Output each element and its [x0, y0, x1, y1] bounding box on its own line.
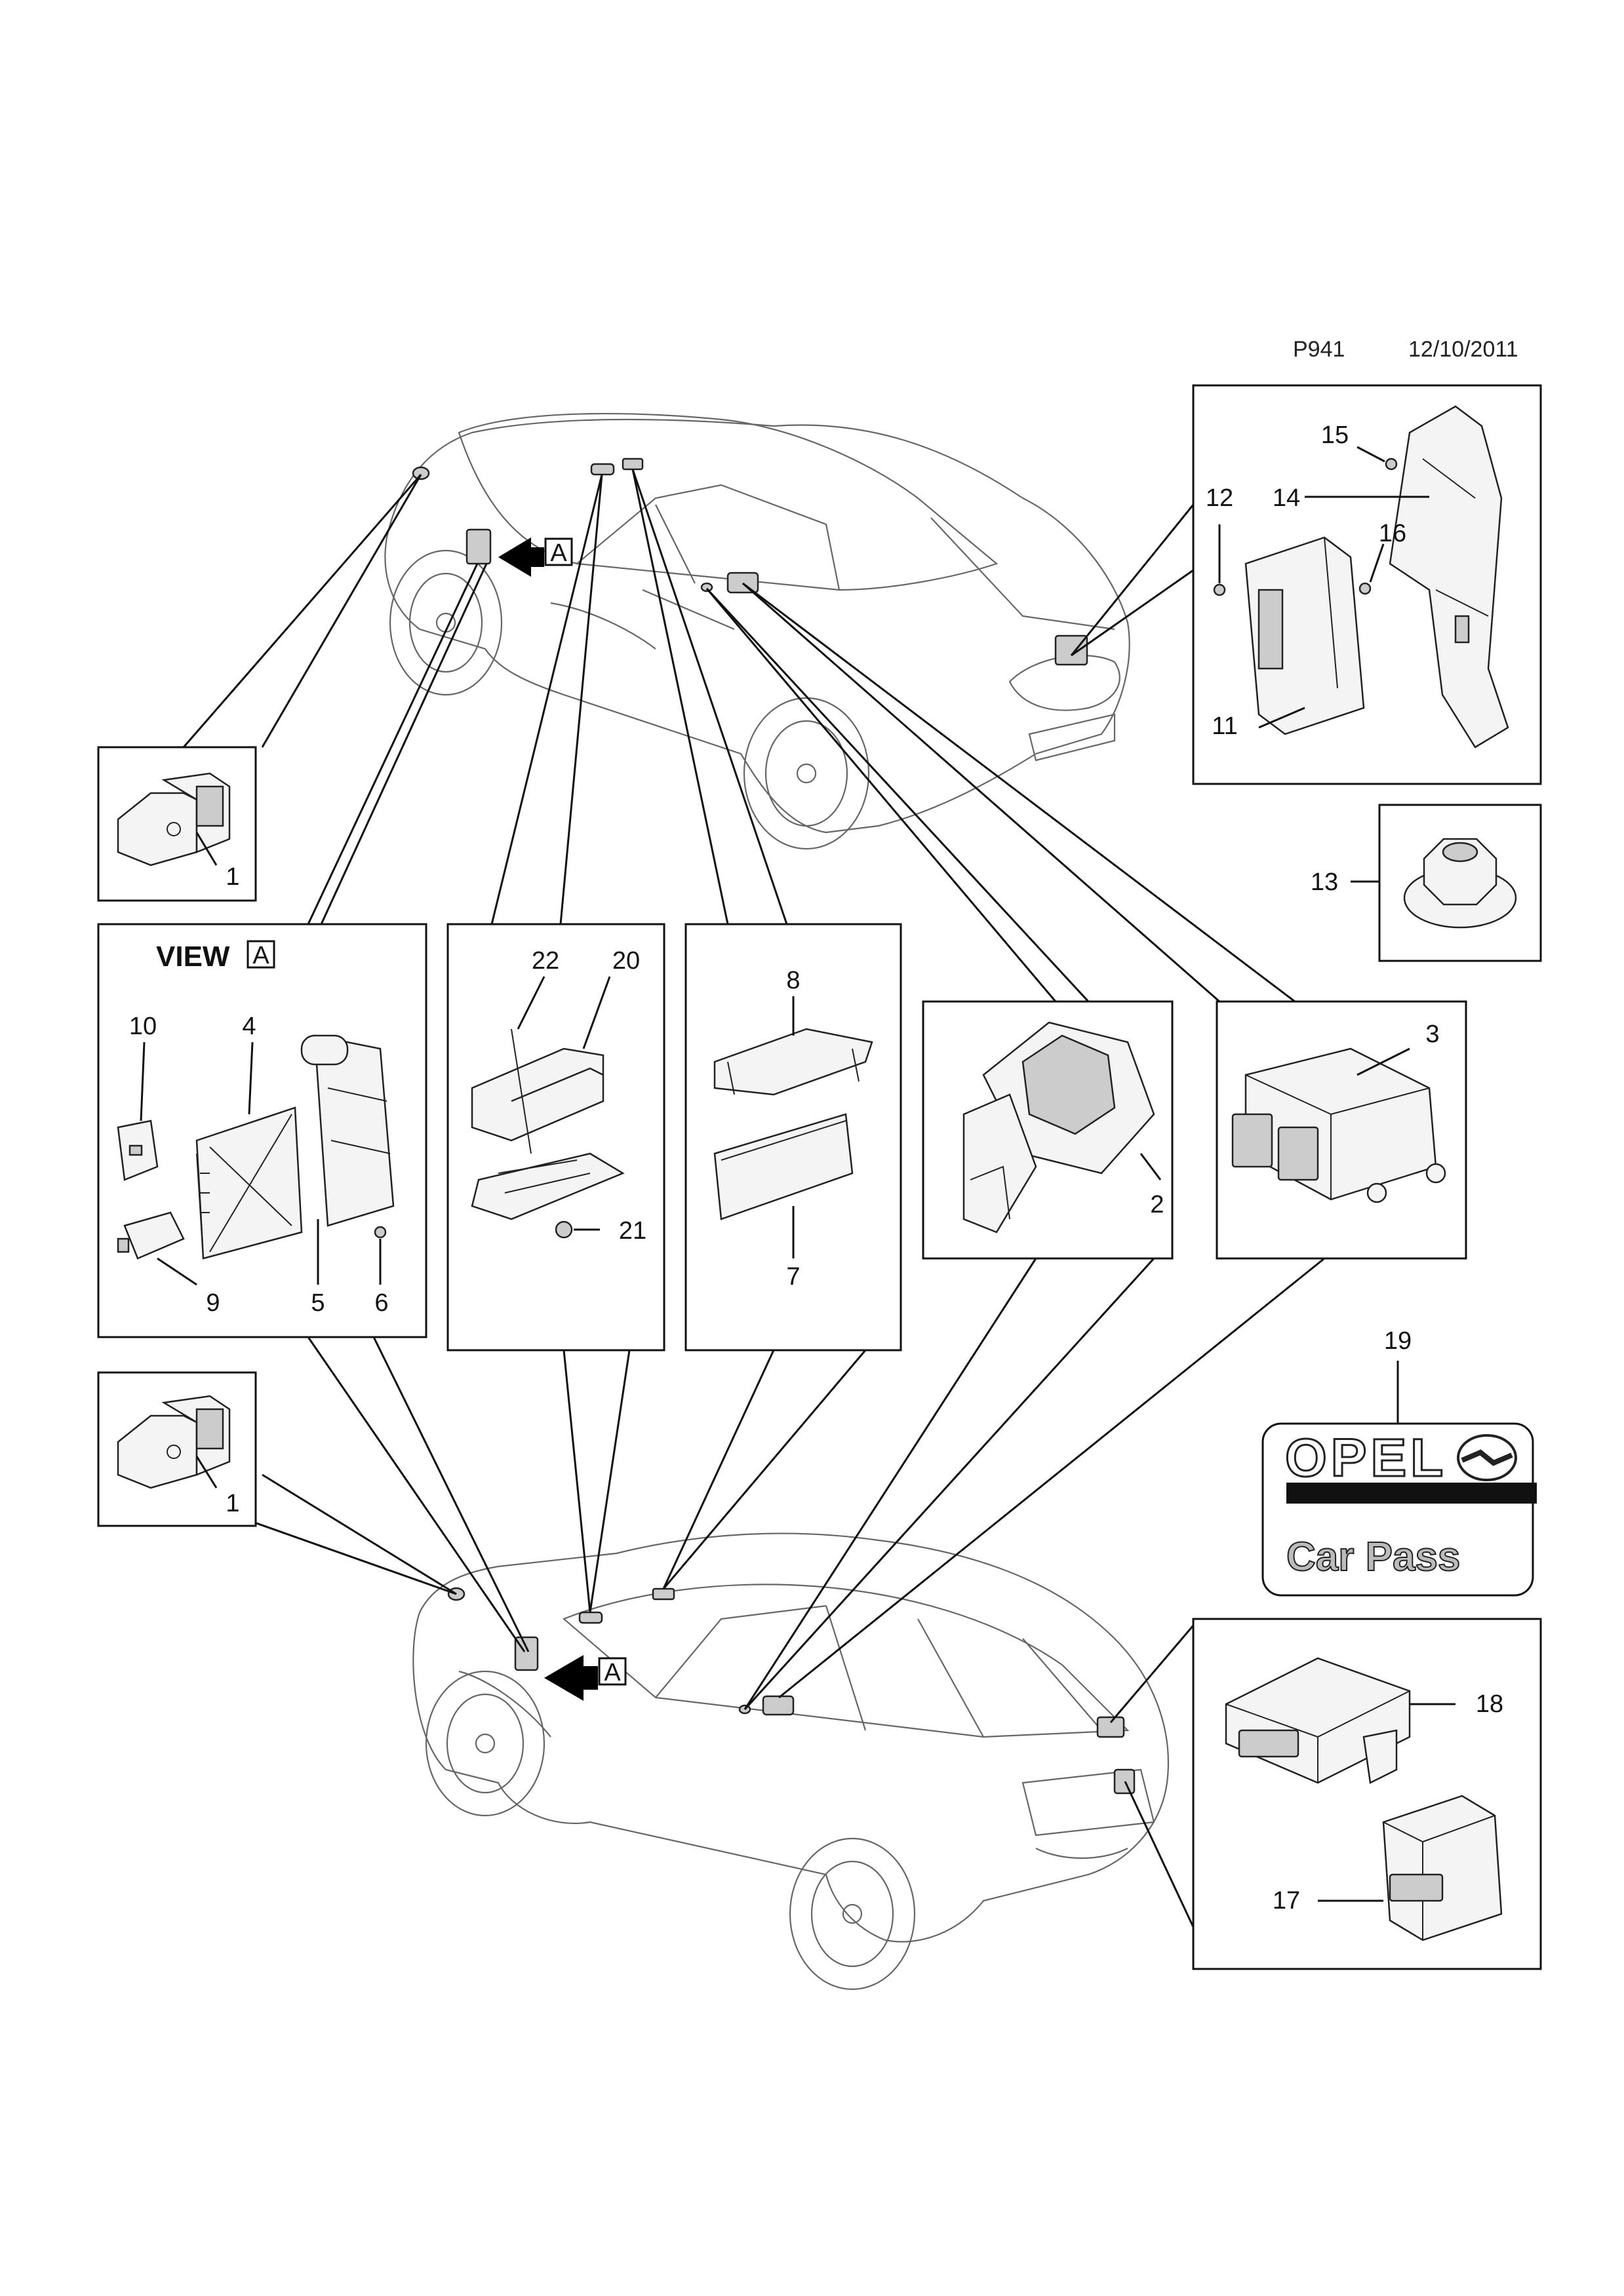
callout-8: 8	[786, 967, 800, 994]
part-box-1-top: 1	[97, 746, 257, 902]
callout-15: 15	[1321, 421, 1349, 449]
callout-12: 12	[1206, 484, 1233, 512]
part-box-11-16: 15 14 12 16 11	[1192, 384, 1542, 785]
callout-1-bottom: 1	[226, 1490, 239, 1517]
callout-6: 6	[374, 1289, 388, 1317]
callout-18: 18	[1476, 1690, 1503, 1718]
callout-4: 4	[242, 1013, 256, 1040]
callout-2: 2	[1150, 1191, 1164, 1218]
leader-lines	[182, 469, 1325, 1928]
view-a-title: VIEW	[156, 941, 230, 973]
callout-10: 10	[129, 1013, 157, 1040]
part-box-17-18: 18 17	[1192, 1618, 1542, 1970]
car-pass-badge: 19 OPEL Car Pass	[1261, 1327, 1537, 1597]
callout-7: 7	[786, 1263, 800, 1291]
part-box-13: 13	[1311, 804, 1542, 962]
callout-19: 19	[1384, 1327, 1412, 1355]
callout-3: 3	[1425, 1021, 1439, 1048]
callout-16: 16	[1379, 520, 1406, 547]
callout-17: 17	[1273, 1887, 1300, 1915]
callout-14: 14	[1273, 484, 1300, 512]
part-box-1-bottom: 1	[97, 1371, 257, 1527]
callout-9: 9	[206, 1289, 220, 1317]
part-box-7-8: 8 7	[684, 923, 902, 1352]
diagram-date: 12/10/2011	[1408, 337, 1518, 362]
view-a-box: VIEW A 10 4 9 5 6	[97, 923, 427, 1338]
part-box-2: 2	[922, 1000, 1174, 1260]
callout-13: 13	[1311, 868, 1338, 896]
part-box-3: 3	[1216, 1000, 1467, 1260]
callout-20: 20	[612, 947, 640, 975]
sedan-view-marker: A	[550, 539, 567, 567]
view-a-marker: A	[252, 942, 269, 969]
part-box-20-22: 22 20 21	[446, 923, 665, 1352]
sedan-illustration: A	[384, 412, 1130, 850]
diagram-code: P941	[1293, 337, 1345, 362]
callout-5: 5	[311, 1289, 325, 1317]
badge-caption: Car Pass	[1286, 1534, 1460, 1580]
estate-illustration: A	[412, 1532, 1169, 1991]
badge-brand: OPEL	[1285, 1428, 1447, 1488]
callout-1-top: 1	[226, 863, 239, 891]
estate-view-marker: A	[604, 1659, 621, 1686]
opel-logo-icon	[1457, 1434, 1517, 1481]
callout-21: 21	[619, 1217, 646, 1245]
callout-22: 22	[532, 947, 559, 975]
callout-11: 11	[1212, 712, 1237, 740]
